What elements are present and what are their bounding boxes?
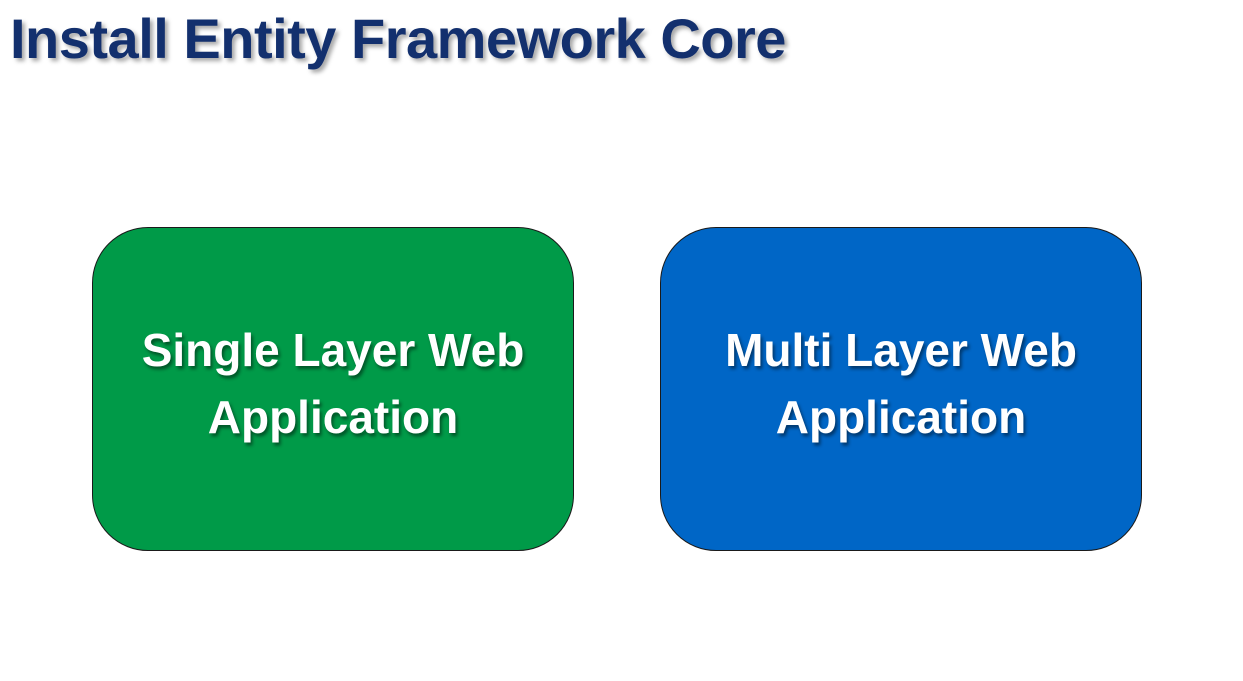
multi-layer-web-application-label: Multi Layer Web Application [725,317,1077,451]
single-layer-label-line-2: Application [207,391,459,443]
multi-layer-label-line-2: Application [775,391,1027,443]
single-layer-web-application-label: Single Layer Web Application [142,317,525,451]
single-layer-web-application-box: Single Layer Web Application [92,227,574,551]
multi-layer-label-line-1: Multi Layer Web [725,324,1077,376]
slide-title: Install Entity Framework Core [10,7,786,70]
single-layer-label-line-1: Single Layer Web [141,324,525,376]
multi-layer-web-application-box: Multi Layer Web Application [660,227,1142,551]
